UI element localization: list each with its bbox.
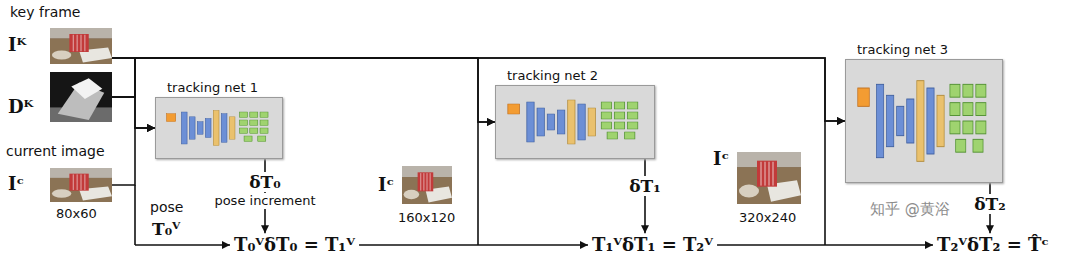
camera-image — [402, 166, 452, 204]
image-symbol: Iᶜ — [713, 148, 729, 170]
image-symbol: Iᴷ — [8, 34, 26, 56]
network-illustration — [502, 92, 648, 152]
camera-image — [50, 168, 112, 202]
image-symbol: Iᶜ — [8, 173, 24, 195]
image-node: Iᶜ160x120 — [402, 166, 452, 204]
image-symbol: Iᶜ — [378, 174, 394, 196]
pose-increment-symbol: δT₁ — [627, 176, 662, 196]
image-node: key frameIᴷ — [50, 28, 112, 64]
image-heading: current image — [6, 143, 105, 160]
pose-line — [824, 121, 826, 245]
network-box: tracking net 2 — [495, 66, 655, 159]
network-illustration — [162, 104, 276, 152]
pose-equation: T₂ⱽδT₂ = T̂ᶜ — [935, 234, 1051, 256]
pose-equation: T₀ⱽδT₀ = T₁ⱽ — [232, 234, 357, 256]
connector — [112, 58, 155, 128]
resolution: 160x120 — [398, 210, 455, 226]
network-panel — [155, 97, 283, 159]
network-box: tracking net 1 — [155, 78, 283, 159]
camera-image — [737, 152, 801, 204]
image-symbol: Dᴷ — [8, 96, 33, 118]
watermark: 知乎 @黄浴 — [868, 200, 952, 218]
image-node: Dᴷ — [50, 72, 112, 122]
annotation: pose increment — [212, 193, 317, 209]
annotation: pose — [148, 199, 185, 216]
input-wires — [112, 58, 845, 185]
pose-line — [135, 244, 230, 246]
depth-image — [50, 72, 112, 122]
connector — [112, 97, 155, 128]
resolution: 320x240 — [739, 210, 796, 226]
network-box: tracking net 3 — [845, 40, 1003, 183]
camera-image — [50, 28, 112, 64]
network-panel — [845, 59, 1003, 183]
connector — [112, 128, 155, 185]
network-title: tracking net 1 — [155, 79, 258, 97]
pose-increment-symbol: δT₂ — [972, 194, 1007, 214]
resolution: 80x60 — [56, 206, 97, 222]
network-title: tracking net 2 — [495, 67, 598, 85]
pose-equation: T₁ⱽδT₁ = T₂ⱽ — [590, 234, 715, 256]
pose-line — [134, 185, 136, 245]
network-panel — [495, 85, 655, 159]
pose-symbol: T₀ⱽ — [150, 219, 182, 239]
image-node: Iᶜ320x240 — [737, 152, 801, 204]
pose-line — [477, 122, 479, 245]
network-title: tracking net 3 — [845, 41, 948, 59]
network-illustration — [852, 66, 996, 176]
image-node: current imageIᶜ80x60 — [50, 168, 112, 202]
pose-increment-symbol: δT₀ — [247, 172, 282, 192]
pose-line — [359, 244, 588, 246]
image-heading: key frame — [10, 4, 80, 21]
